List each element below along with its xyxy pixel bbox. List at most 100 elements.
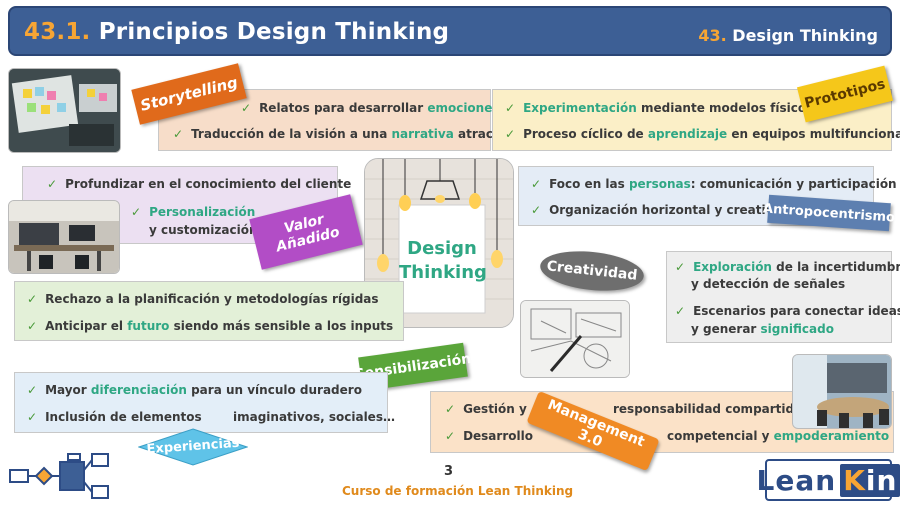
creatividad-tag-label: Creatividad xyxy=(545,258,639,284)
diamond-shape xyxy=(138,428,248,466)
prototipos-item-1-text: mediante modelos físicos xyxy=(636,101,814,115)
check-icon: ✓ xyxy=(131,205,142,219)
experiencias-item-1-text-end: para un vínculo duradero xyxy=(186,383,362,397)
check-icon: ✓ xyxy=(241,101,252,115)
creatividad-item-1-text: de la incertidumbre xyxy=(771,260,900,274)
sensibilizacion-item-1-text: Rechazo a la planificación y metodología… xyxy=(45,292,379,306)
experiencias-item-1-highlight: diferenciación xyxy=(90,383,187,397)
check-icon: ✓ xyxy=(173,127,184,141)
management-item-2-text-mid: competencial y xyxy=(667,429,774,443)
creatividad-item-1: ✓ Exploración de la incertidumbre xyxy=(675,260,900,274)
logo-kin: Kin xyxy=(840,463,900,497)
antropo-tag-label: Antropocentrismo xyxy=(762,200,896,226)
check-icon: ✓ xyxy=(531,177,542,191)
header-bar: 43.1. Principios Design Thinking 43. Des… xyxy=(8,6,892,56)
section-label-number: 43. xyxy=(698,26,727,45)
check-icon: ✓ xyxy=(505,127,516,141)
section-label-text: Design Thinking xyxy=(732,26,878,45)
valor-item-2-highlight: Personalización xyxy=(149,205,256,219)
experiencias-box: ✓ Mayor diferenciación para un vínculo du… xyxy=(14,372,395,433)
check-icon: ✓ xyxy=(47,177,58,191)
antropo-item-1-highlight: personas xyxy=(628,177,691,191)
prototipos-item-1-highlight: Experimentación xyxy=(523,101,637,115)
storytelling-item-1-highlight: emociones xyxy=(427,101,500,115)
valor-item-1: ✓ Profundizar en el conocimiento del clie… xyxy=(47,177,351,191)
center-title: Design Thinking xyxy=(399,237,487,285)
management-item-1-text-end: responsabilidad compartida xyxy=(613,402,803,416)
storytelling-item-2-text: Traducción de la visión a una xyxy=(191,127,392,141)
creatividad-item-2-highlight: significado xyxy=(760,322,834,336)
title-text: Principios Design Thinking xyxy=(98,19,450,45)
management-item-2-end: competencial y empoderamiento xyxy=(667,429,889,443)
photo-office xyxy=(8,200,120,274)
sensibilizacion-item-2-highlight: futuro xyxy=(127,319,170,333)
antropo-item-1: ✓ Foco en las personas: comunicación y pa… xyxy=(531,177,897,191)
photo-sticky-notes xyxy=(8,68,121,153)
creatividad-box: ✓ Exploración de la incertidumbre y detec… xyxy=(666,251,900,343)
storytelling-item-1-text: Relatos para desarrollar xyxy=(259,101,428,115)
center-title-line-1: Design xyxy=(407,238,477,259)
sketches-image xyxy=(521,301,629,377)
meeting-room-image xyxy=(793,355,891,428)
check-icon: ✓ xyxy=(531,203,542,217)
antropo-item-1-text-end: : comunicación y participación xyxy=(690,177,897,191)
check-icon: ✓ xyxy=(27,383,38,397)
management-item-2-text: Desarrollo xyxy=(463,429,533,443)
logo-text-in: in xyxy=(865,463,898,497)
check-icon: ✓ xyxy=(505,101,516,115)
section-number: 43.1. xyxy=(24,19,91,45)
check-icon: ✓ xyxy=(27,319,38,333)
antropo-item-2-text: Organización horizontal y creativa xyxy=(549,203,782,217)
creatividad-item-1-highlight: Exploración xyxy=(693,260,772,274)
photo-sketches xyxy=(520,300,630,378)
valor-item-2: ✓ Personalización xyxy=(131,205,255,219)
creatividad-item-1-line-2: y detección de señales xyxy=(691,277,845,291)
section-label: 43. Design Thinking xyxy=(698,26,878,45)
center-title-line-2: Thinking xyxy=(399,262,487,283)
creatividad-item-2-text: Escenarios para conectar ideas xyxy=(693,304,900,318)
prototipos-item-2-text-end: en equipos multifuncionales xyxy=(731,127,900,141)
experiencias-item-2-text-end: imaginativos, sociales… xyxy=(233,410,395,424)
sensibilizacion-item-2-text: Anticipar el xyxy=(45,319,128,333)
experiencias-item-2: ✓ Inclusión de elementos xyxy=(27,410,202,424)
prototipos-item-2-text: Proceso cíclico de xyxy=(523,127,648,141)
prototipos-item-1: ✓ Experimentación mediante modelos físico… xyxy=(505,101,813,115)
photo-meeting-room xyxy=(792,354,892,429)
creatividad-item-1-text-end: y detección de señales xyxy=(691,277,846,291)
prototipos-box: ✓ Experimentación mediante modelos físico… xyxy=(492,89,900,151)
experiencias-item-2-end: imaginativos, sociales… xyxy=(233,410,395,424)
prototipos-item-2-highlight: aprendizaje xyxy=(647,127,728,141)
check-icon: ✓ xyxy=(27,292,38,306)
management-item-1-text: Gestión y xyxy=(463,402,527,416)
check-icon: ✓ xyxy=(675,260,686,274)
antropo-item-2: ✓ Organización horizontal y creativa xyxy=(531,203,782,217)
creatividad-item-2-text-mid: y generar xyxy=(691,322,761,336)
prototipos-item-2: ✓ Proceso cíclico de aprendizaje en equip… xyxy=(505,127,900,141)
experiencias-item-2-text: Inclusión de elementos xyxy=(45,410,202,424)
course-title: Curso de formación Lean Thinking xyxy=(342,484,574,498)
creatividad-item-2-line-2: y generar significado xyxy=(691,322,834,336)
check-icon: ✓ xyxy=(675,304,686,318)
storytelling-item-2-highlight: narrativa xyxy=(391,127,454,141)
sensibilizacion-item-1: ✓ Rechazo a la planificación y metodologí… xyxy=(27,292,379,306)
experiencias-item-1-text: Mayor xyxy=(45,383,91,397)
check-icon: ✓ xyxy=(445,402,456,416)
valor-item-1-text: Profundizar en el conocimiento del clien… xyxy=(65,177,352,191)
sticky-notes-image xyxy=(9,69,120,152)
management-item-2: ✓ Desarrollo xyxy=(445,429,533,443)
check-icon: ✓ xyxy=(445,429,456,443)
storytelling-item-1: ✓ Relatos para desarrollar emociones xyxy=(241,101,500,115)
creatividad-tag: Creatividad xyxy=(538,246,646,296)
experiencias-tag: Experiencias xyxy=(138,428,248,466)
check-icon: ✓ xyxy=(27,410,38,424)
experiencias-item-1: ✓ Mayor diferenciación para un vínculo du… xyxy=(27,383,362,397)
management-item-1-end: responsabilidad compartida xyxy=(613,402,802,416)
creatividad-item-2: ✓ Escenarios para conectar ideas xyxy=(675,304,900,318)
valor-item-2-line-2: y customización xyxy=(149,223,258,237)
antropo-item-1-text: Foco en las xyxy=(549,177,629,191)
page-title: 43.1. Principios Design Thinking xyxy=(24,19,449,45)
sensibilizacion-box: ✓ Rechazo a la planificación y metodologí… xyxy=(14,281,404,341)
management-item-2-highlight: empoderamiento xyxy=(773,429,890,443)
valor-item-2-text: y customización xyxy=(149,223,258,237)
